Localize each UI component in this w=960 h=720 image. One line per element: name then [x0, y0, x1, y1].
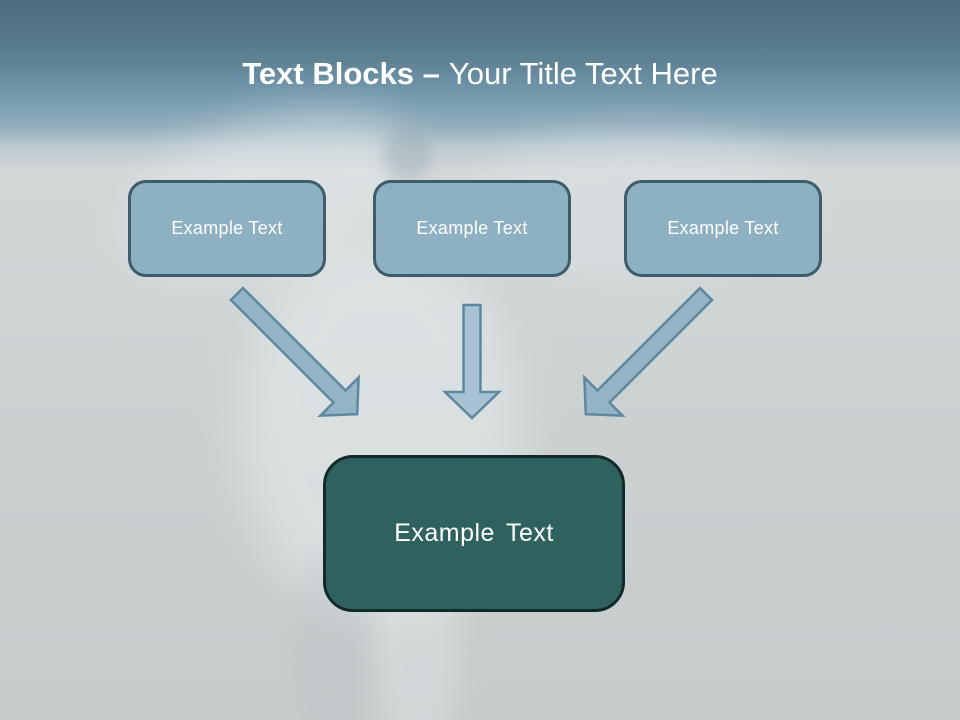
arrow-down-left-icon — [583, 286, 714, 417]
arrow-down-right-icon — [229, 286, 360, 417]
center-text-block: Example Text — [323, 455, 625, 612]
text-block-1: Example Text — [128, 180, 326, 277]
slide-title-rest: Your Title Text Here — [448, 56, 718, 91]
arrow-down-icon — [441, 303, 503, 420]
slide-title-bold: Text Blocks – — [242, 56, 440, 91]
center-text-block-label: Example Text — [394, 519, 554, 547]
text-block-3-label: Example Text — [667, 218, 779, 238]
text-block-2: Example Text — [373, 180, 571, 277]
text-block-3: Example Text — [624, 180, 822, 277]
text-block-1-label: Example Text — [171, 218, 283, 238]
slide-title: Text Blocks – Your Title Text Here — [0, 56, 960, 92]
header-band — [0, 0, 960, 180]
text-block-2-label: Example Text — [416, 218, 528, 238]
